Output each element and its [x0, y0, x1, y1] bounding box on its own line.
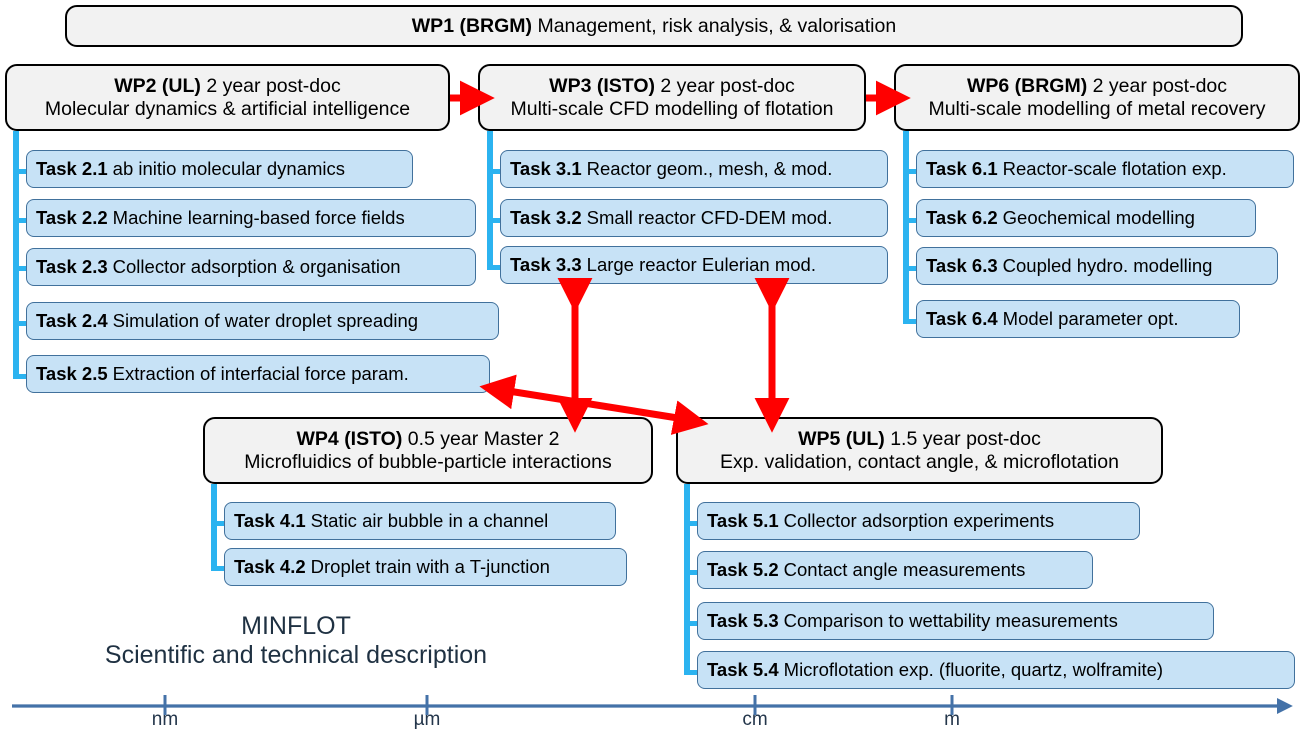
- wp6-box[interactable]: WP6 (BRGM) 2 year post-doc Multi-scale m…: [894, 64, 1300, 131]
- wp6-connector-stub-3: [903, 266, 919, 271]
- wp5-line-2: Exp. validation, contact angle, & microf…: [720, 450, 1119, 473]
- axis-tick-label-m: m: [944, 709, 960, 730]
- wp5-connector-stub-4: [684, 670, 700, 675]
- wp3-connector-trunk: [487, 131, 493, 270]
- wp6-connector-stub-1: [903, 169, 919, 174]
- wp4-connector-trunk: [211, 484, 217, 571]
- wp3-connector-stub-3: [487, 265, 503, 270]
- wp5-connector-stub-2: [684, 570, 700, 575]
- wp4-box[interactable]: WP4 (ISTO) 0.5 year Master 2 Microfluidi…: [203, 417, 653, 484]
- wp5-line-1: WP5 (UL) 1.5 year post-doc: [798, 427, 1041, 450]
- wp3-connector-stub-2: [487, 218, 503, 223]
- wp6-line-1: WP6 (BRGM) 2 year post-doc: [966, 74, 1228, 97]
- wp6-line-2: Multi-scale modelling of metal recovery: [928, 97, 1266, 120]
- wp2-connector-stub-3: [13, 266, 29, 271]
- wp5-connector-trunk: [684, 484, 690, 674]
- wp3-box[interactable]: WP3 (ISTO) 2 year post-doc Multi-scale C…: [478, 64, 866, 131]
- wp2-line-2: Molecular dynamics & artificial intellig…: [44, 97, 411, 120]
- wp2-connector-trunk: [13, 131, 19, 379]
- wp4-connector-stub-1: [211, 521, 227, 526]
- wp2-line-1: WP2 (UL) 2 year post-doc: [114, 74, 341, 97]
- wp2-box[interactable]: WP2 (UL) 2 year post-doc Molecular dynam…: [5, 64, 450, 131]
- wp1-box[interactable]: WP1 (BRGM) Management, risk analysis, & …: [65, 5, 1243, 47]
- wp2-connector-stub-1: [13, 169, 29, 174]
- wp1-line-1: WP1 (BRGM) Management, risk analysis, & …: [411, 14, 897, 37]
- wp2-connector-stub-4: [13, 321, 29, 326]
- caption-title: MINFLOT: [241, 612, 351, 640]
- axis-tick-label-um: µm: [413, 709, 441, 730]
- wp3-line-2: Multi-scale CFD modelling of flotation: [510, 97, 834, 120]
- length-scale-axis: [12, 695, 1293, 715]
- wp4-connector-stub-2: [211, 566, 227, 571]
- arrow-wp5-to-wp25: [479, 374, 709, 435]
- axis-tick-label-cm: cm: [742, 709, 768, 730]
- caption-block: MINFLOT Scientific and technical descrip…: [40, 612, 552, 670]
- wp3-connector-stub-1: [487, 169, 503, 174]
- wp4-line-2: Microfluidics of bubble-particle interac…: [244, 450, 612, 473]
- wp6-connector-trunk: [903, 131, 909, 324]
- wp3-line-1: WP3 (ISTO) 2 year post-doc: [549, 74, 795, 97]
- wp5-connector-stub-1: [684, 521, 700, 526]
- wp6-connector-stub-2: [903, 218, 919, 223]
- wp2-connector-stub-5: [13, 374, 29, 379]
- wp4-line-1: WP4 (ISTO) 0.5 year Master 2: [296, 427, 560, 450]
- caption-subtitle: Scientific and technical description: [104, 641, 488, 669]
- wp5-connector-stub-3: [684, 621, 700, 626]
- wp6-connector-stub-4: [903, 319, 919, 324]
- wp2-connector-stub-2: [13, 218, 29, 223]
- axis-tick-label-nm: nm: [151, 709, 179, 730]
